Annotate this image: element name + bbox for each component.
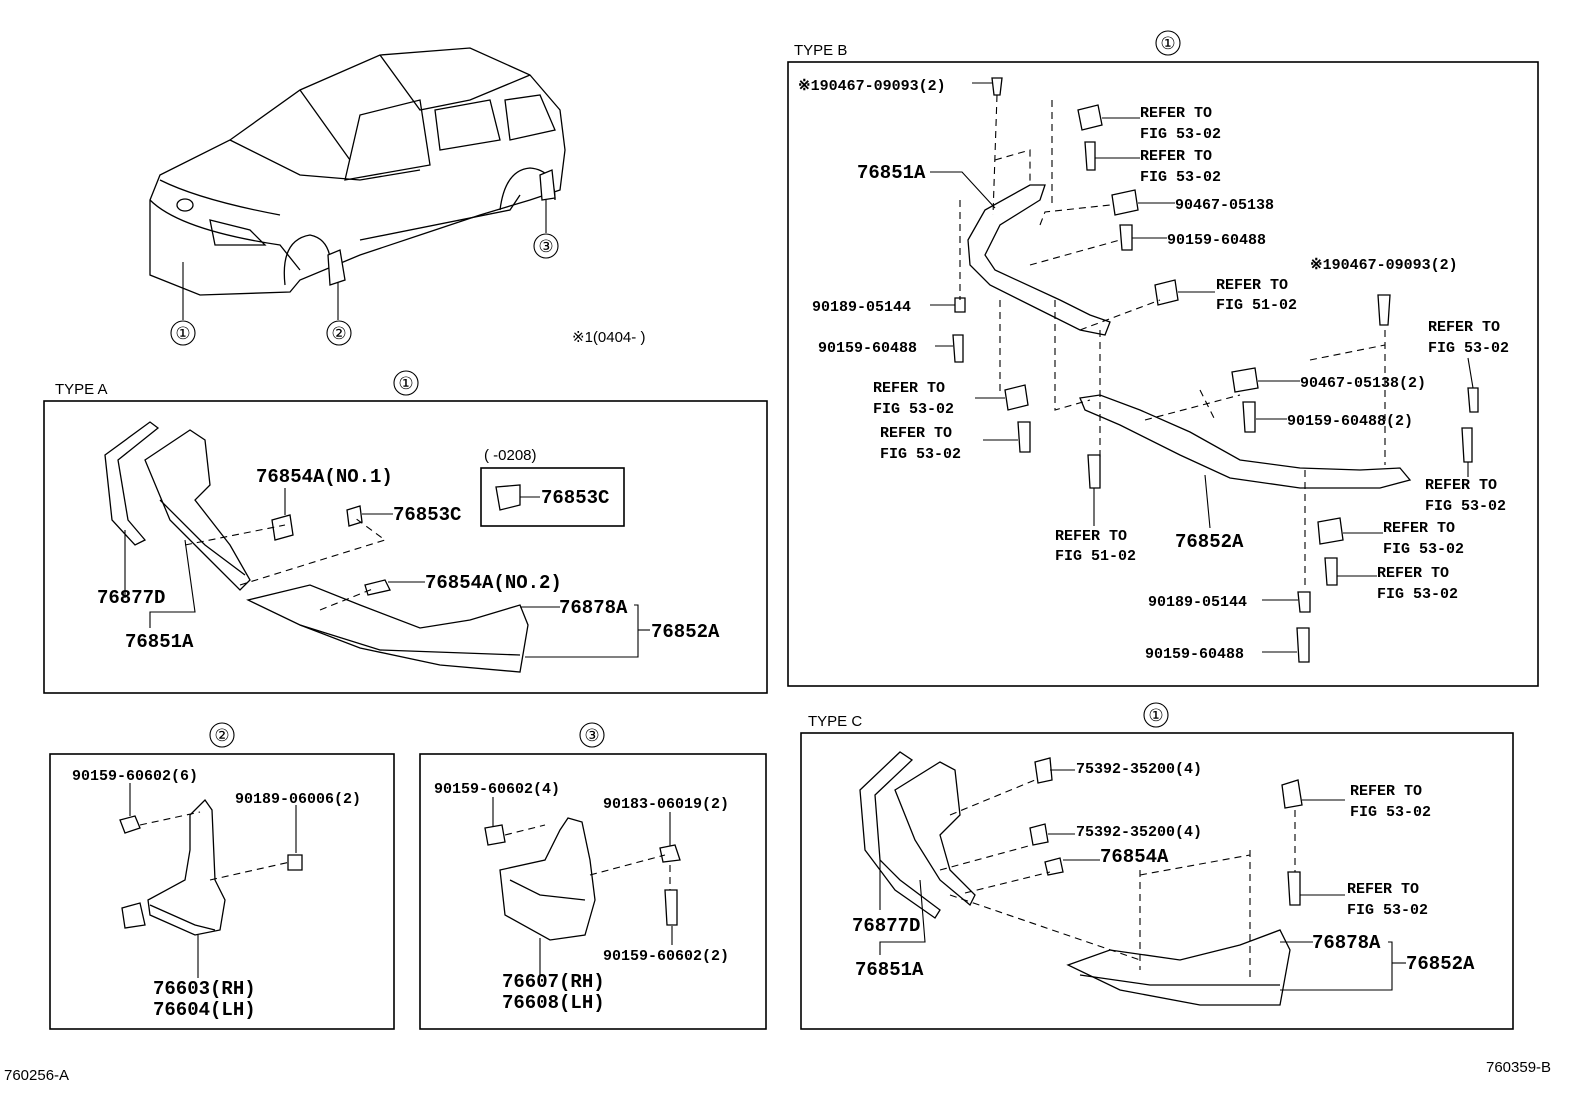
refer1-line2: FIG 53-02 [1140,126,1221,143]
callout-3-text: ③ [538,237,553,256]
mudguard-rear-parts [484,817,681,941]
label-90159-60488-c: 90159-60488 [1145,646,1244,663]
label-75392-b: 75392-35200(4) [1076,824,1202,841]
refer5-line2: FIG 53-02 [873,401,954,418]
type-c-refer1-line2: FIG 53-02 [1350,804,1431,821]
label-76854a-no1: 76854A(NO.1) [256,466,393,488]
type-a-title: TYPE A [55,381,108,398]
label-clip-right: ※190467-09093(2) [1310,257,1458,274]
label-76854a-c: 76854A [1100,846,1169,868]
label-76851a: 76851A [125,631,194,653]
label-90159-60488-b: 90159-60488 [818,340,917,357]
refer2-line2: FIG 53-02 [1140,169,1221,186]
label-76608-lh: 76608(LH) [502,992,605,1014]
label-rear-screw2: 90159-60602(2) [603,948,729,965]
label-front-nut: 90189-06006(2) [235,791,361,808]
refer2-line1: REFER TO [1140,148,1212,165]
label-76853c-inset: 76853C [541,487,609,509]
refer9-line1: REFER TO [1383,520,1455,537]
label-76877d-c: 76877D [852,915,920,937]
refer4-line2: FIG 53-02 [1428,340,1509,357]
type-c-parts [859,751,1303,1006]
type-a-inset [480,467,625,527]
type-c-title: TYPE C [808,713,862,730]
overview-callout-3: ③ [533,233,559,259]
callout-2-text: ② [331,324,346,343]
label-90159-60488-2: 90159-60488(2) [1287,413,1413,430]
label-76854a-no2: 76854A(NO.2) [425,572,562,594]
label-90159-60488-a: 90159-60488 [1167,232,1266,249]
type-b-frame [787,61,1539,687]
label-76878a-c: 76878A [1312,932,1381,954]
refer3-line1: REFER TO [1216,277,1288,294]
type-b-title: TYPE B [794,42,847,59]
label-rear-screw: 90159-60602(4) [434,781,560,798]
refer8-line2: FIG 51-02 [1055,548,1136,565]
refer6-line2: FIG 53-02 [880,446,961,463]
label-76604-lh: 76604(LH) [153,999,256,1021]
inset-range: ( -0208) [484,447,537,464]
refer7-line1: REFER TO [1425,477,1497,494]
type-b-callout: ① [1160,34,1175,53]
mudguard-rear-frame [419,753,767,1030]
refer10-line2: FIG 53-02 [1377,586,1458,603]
label-76877d: 76877D [97,587,165,609]
applicability-note: ※1(0404- ) [572,329,645,346]
callout-1-text: ① [175,324,190,343]
label-76878a: 76878A [559,597,628,619]
type-a-callout: ① [398,374,413,393]
type-c-refer2-line1: REFER TO [1347,881,1419,898]
label-90189-05144-b: 90189-05144 [1148,594,1247,611]
overview-callout-2: ② [326,320,352,346]
refer10-line1: REFER TO [1377,565,1449,582]
type-a-frame [43,400,768,694]
type-c-frame [800,732,1514,1030]
vehicle-overview [149,47,566,320]
label-front-screw: 90159-60602(6) [72,768,198,785]
type-c-refer1-line1: REFER TO [1350,783,1422,800]
refer4-line1: REFER TO [1428,319,1500,336]
diagram-ref-right: 760359-B [1486,1059,1551,1076]
type-a-parts [104,421,529,673]
label-rear-nut: 90183-06019(2) [603,796,729,813]
label-75392-a: 75392-35200(4) [1076,761,1202,778]
label-90467-05138: 90467-05138 [1175,197,1274,214]
label-76852a-b: 76852A [1175,531,1244,553]
type-c-refer2-line2: FIG 53-02 [1347,902,1428,919]
refer5-line1: REFER TO [873,380,945,397]
label-76852a-c: 76852A [1406,953,1475,975]
refer1-line1: REFER TO [1140,105,1212,122]
mudguard-front-callout: ② [214,726,229,745]
label-90189-05144-a: 90189-05144 [812,299,911,316]
label-76851a-c: 76851A [855,959,924,981]
mudguard-front-frame [49,753,395,1030]
refer8-line1: REFER TO [1055,528,1127,545]
label-76853c: 76853C [393,504,461,526]
label-76603-rh: 76603(RH) [153,978,256,1000]
type-b-parts [952,77,1479,663]
mudguard-front-parts [119,798,303,936]
mudguard-rear-callout: ③ [584,726,599,745]
label-76852a: 76852A [651,621,720,643]
label-76607-rh: 76607(RH) [502,971,605,993]
overview-callout-1: ① [170,320,196,346]
diagram-ref-left: 760256-A [4,1067,69,1084]
refer9-line2: FIG 53-02 [1383,541,1464,558]
label-clip-top: ※190467-09093(2) [798,78,946,95]
type-c-callout: ① [1148,706,1163,725]
refer7-line2: FIG 53-02 [1425,498,1506,515]
refer6-line1: REFER TO [880,425,952,442]
label-90467-05138-2: 90467-05138(2) [1300,375,1426,392]
refer3-line2: FIG 51-02 [1216,297,1297,314]
label-76851a-b: 76851A [857,162,926,184]
